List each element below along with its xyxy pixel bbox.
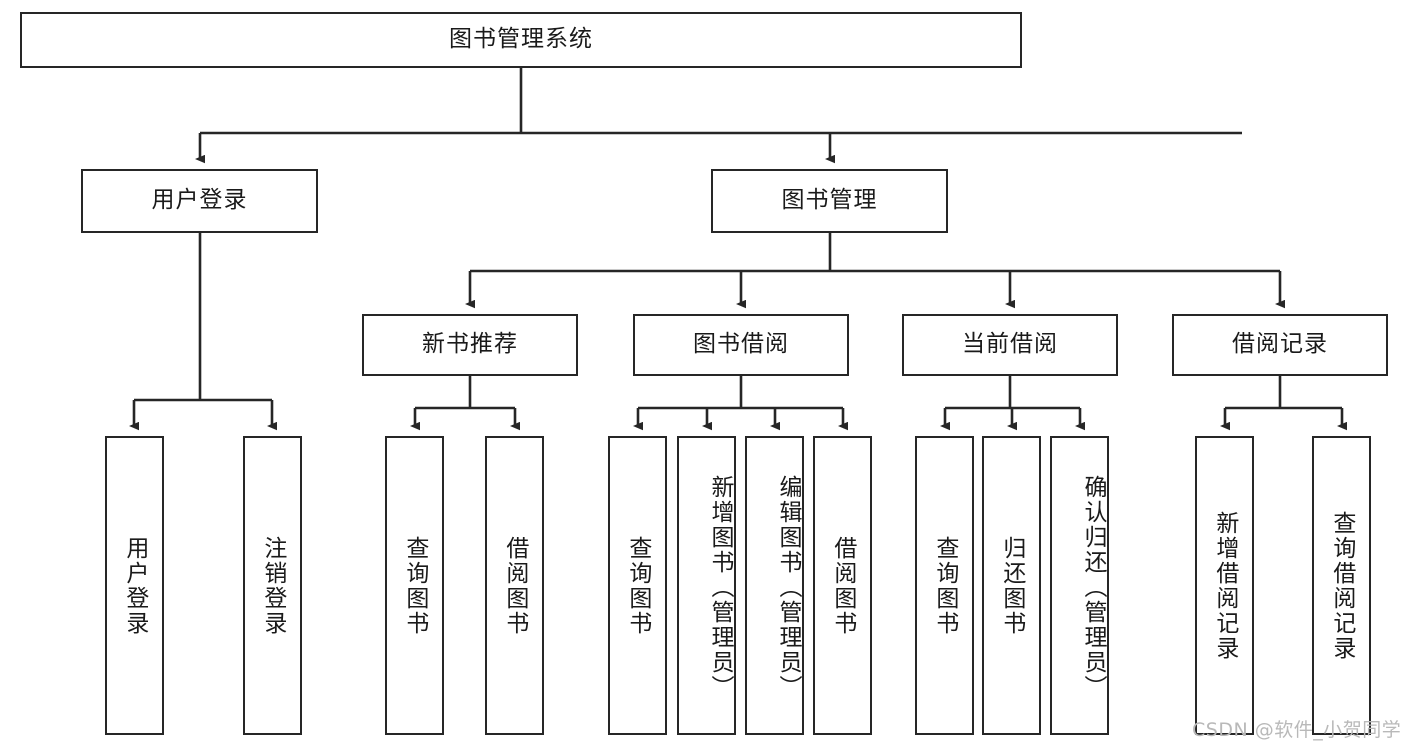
node-new-book-recommend[interactable]: 新书推荐 — [362, 314, 578, 376]
node-leaf-query-borrow-record[interactable]: 查询借阅记录 — [1312, 436, 1371, 735]
node-leaf-query-book-2[interactable]: 查询图书 — [608, 436, 667, 735]
node-user-login[interactable]: 用户登录 — [81, 169, 318, 233]
node-leaf-edit-book-admin[interactable]: 编辑图书（管理员） — [745, 436, 804, 735]
node-leaf-confirm-return-admin[interactable]: 确认归还（管理员） — [1050, 436, 1109, 735]
node-leaf-add-book-admin[interactable]: 新增图书（管理员） — [677, 436, 736, 735]
node-book-borrow[interactable]: 图书借阅 — [633, 314, 849, 376]
node-leaf-user-login[interactable]: 用户登录 — [105, 436, 164, 735]
node-current-borrow[interactable]: 当前借阅 — [902, 314, 1118, 376]
node-book-management[interactable]: 图书管理 — [711, 169, 948, 233]
node-leaf-logout-login[interactable]: 注销登录 — [243, 436, 302, 735]
node-leaf-query-book-3[interactable]: 查询图书 — [915, 436, 974, 735]
node-leaf-return-book[interactable]: 归还图书 — [982, 436, 1041, 735]
csdn-watermark: CSDN @软件_小贺同学 — [1192, 719, 1402, 741]
node-leaf-borrow-book-2[interactable]: 借阅图书 — [813, 436, 872, 735]
node-borrow-record[interactable]: 借阅记录 — [1172, 314, 1388, 376]
node-leaf-add-borrow-record[interactable]: 新增借阅记录 — [1195, 436, 1254, 735]
node-root-system[interactable]: 图书管理系统 — [20, 12, 1022, 68]
node-leaf-query-book-1[interactable]: 查询图书 — [385, 436, 444, 735]
node-leaf-borrow-book-1[interactable]: 借阅图书 — [485, 436, 544, 735]
